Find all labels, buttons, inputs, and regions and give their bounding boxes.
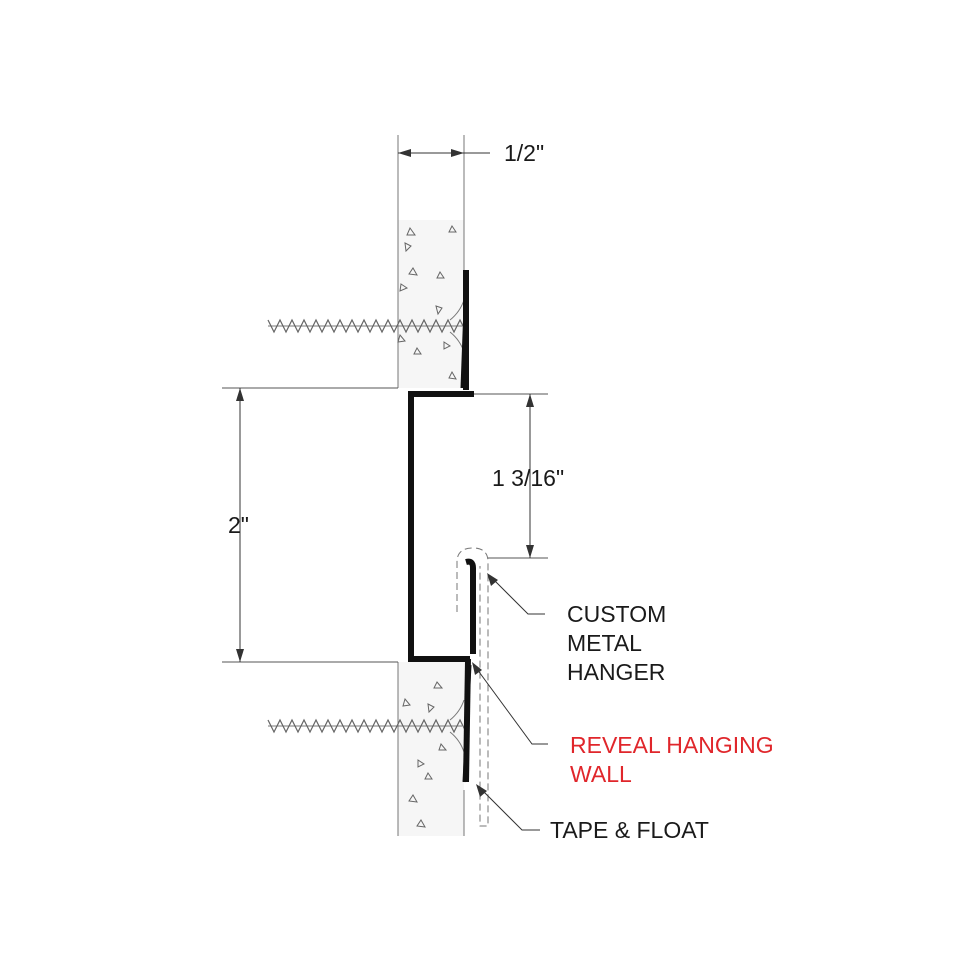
dimension-reveal-depth-text: 1 3/16" <box>492 465 564 491</box>
screw-lower <box>267 699 467 753</box>
upper-board-fill <box>398 220 464 388</box>
leader-custom-metal-hanger: CUSTOM METAL HANGER <box>487 573 666 685</box>
screw-head-lower <box>449 699 465 753</box>
screw-thread-upper <box>267 318 467 334</box>
channel-body <box>408 391 474 662</box>
aggregate-marks-upper <box>397 225 457 380</box>
custom-metal-hanger <box>456 547 489 827</box>
aggregate-marks-lower <box>402 681 448 828</box>
dimension-reveal-height-text: 2" <box>228 512 249 538</box>
label-reveal-hanging: REVEAL HANGING <box>570 732 774 758</box>
lower-flange-taper <box>462 664 472 783</box>
dimension-reveal-depth: 1 3/16" <box>474 393 564 559</box>
label-metal: METAL <box>567 630 642 656</box>
label-custom: CUSTOM <box>567 601 666 627</box>
upper-flange-taper <box>460 279 468 389</box>
label-hanger: HANGER <box>567 659 665 685</box>
leader-reveal-hanging-wall: REVEAL HANGING WALL <box>472 662 774 787</box>
dimension-board-thickness: 1/2" <box>398 140 544 166</box>
hanger-solid <box>465 558 476 654</box>
label-tape-float: TAPE & FLOAT <box>550 817 709 843</box>
reveal-channel-profile <box>408 270 474 783</box>
hanger-dashed <box>456 547 489 827</box>
leader-tape-float: TAPE & FLOAT <box>476 784 709 843</box>
board-section <box>397 135 465 836</box>
screw-thread-lower <box>267 718 467 734</box>
dimension-board-thickness-text: 1/2" <box>504 140 544 166</box>
label-wall: WALL <box>570 761 632 787</box>
lower-board-fill <box>398 662 464 836</box>
dimension-reveal-height: 2" <box>222 387 398 663</box>
